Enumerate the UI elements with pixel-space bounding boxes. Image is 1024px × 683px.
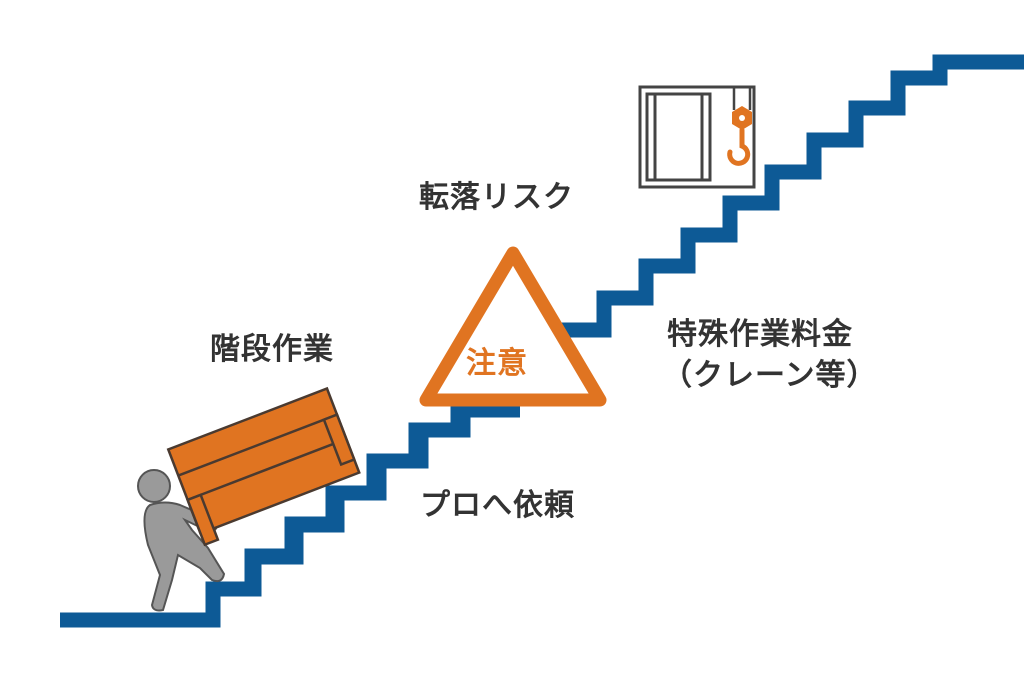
fall-risk-label: 転落リスク (419, 180, 574, 215)
person-carrying-icon (137, 469, 226, 612)
sofa-icon (166, 386, 361, 547)
special-fee-note: （クレーン等） (662, 358, 878, 393)
warning-triangle-icon (419, 246, 607, 407)
request-pro-label: プロへ依頼 (420, 488, 575, 523)
special-fee-label: 特殊作業料金 (667, 317, 853, 352)
stair-work-label: 階段作業 (210, 332, 334, 367)
caution-label: 注意 (466, 346, 528, 381)
crane-hook-icon (638, 85, 756, 189)
